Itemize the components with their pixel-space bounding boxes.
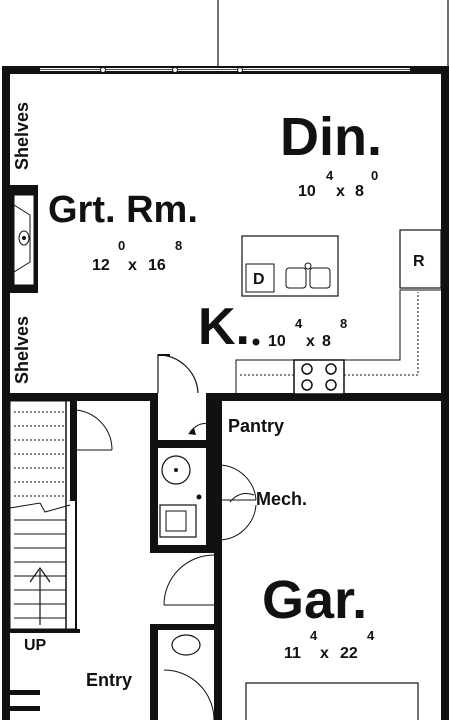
dim-great-h: 16 bbox=[148, 257, 166, 274]
dim-great-x: x bbox=[128, 257, 137, 274]
dishwasher bbox=[245, 263, 275, 293]
room-name-dining: Din. bbox=[280, 107, 382, 167]
dim-dining-w: 10 bbox=[298, 183, 316, 200]
pantry-arrow bbox=[189, 423, 213, 433]
dim-garage-x: x bbox=[320, 645, 329, 662]
wall-stair-side bbox=[70, 401, 76, 501]
door-swing-pantry bbox=[157, 354, 199, 394]
wall-closet-left bbox=[150, 624, 158, 720]
window-mullion-1 bbox=[100, 67, 106, 73]
wall-closet-top bbox=[150, 624, 214, 630]
dim-great-w-sup: 0 bbox=[118, 238, 125, 253]
dim-great-w: 12 bbox=[92, 257, 110, 274]
dim-garage-h-sup: 4 bbox=[367, 628, 375, 643]
pantry-label: Pantry bbox=[228, 416, 284, 436]
garage-parking-outline bbox=[245, 682, 419, 720]
dim-kitchen-x: x bbox=[306, 333, 315, 350]
door-swing-entry bbox=[163, 669, 215, 720]
refrigerator-label: R bbox=[413, 253, 425, 270]
wall-stair-top-right bbox=[206, 393, 449, 401]
wall-garage-left bbox=[214, 393, 222, 720]
wall-garage-right bbox=[441, 401, 449, 720]
toilet-icon bbox=[171, 634, 201, 656]
shelves-label-top: Shelves bbox=[12, 102, 32, 170]
range-cooktop bbox=[293, 359, 345, 395]
dishwasher-label: D bbox=[253, 271, 265, 288]
dim-dining-w-sup: 4 bbox=[326, 168, 334, 183]
room-name-kitchen: K. bbox=[198, 298, 250, 356]
wall-mech-bottom bbox=[150, 545, 218, 553]
wall-right bbox=[441, 66, 449, 396]
dim-dining-h-sup: 0 bbox=[371, 168, 378, 183]
fireplace-icon-center bbox=[22, 236, 26, 240]
dim-garage-w-sup: 4 bbox=[310, 628, 318, 643]
door-swing-mech-top bbox=[217, 464, 257, 501]
pantry-arrow-head bbox=[188, 428, 196, 435]
window-mullion-3 bbox=[237, 67, 243, 73]
dim-kitchen-w-sup: 4 bbox=[295, 316, 303, 331]
dim-garage-w: 11 bbox=[284, 645, 301, 662]
room-name-garage: Gar. bbox=[262, 570, 367, 630]
wall-pantry-left bbox=[150, 393, 158, 553]
door-swing-garage bbox=[163, 554, 215, 606]
room-name-great: Grt. Rm. bbox=[48, 189, 198, 231]
window-mullion-2 bbox=[172, 67, 178, 73]
wall-entry-left bbox=[10, 690, 40, 695]
staircase bbox=[9, 400, 77, 630]
dim-kitchen-w: 10 bbox=[268, 333, 286, 350]
dim-garage-h: 22 bbox=[340, 645, 358, 662]
sink-left bbox=[285, 267, 307, 289]
dim-kitchen-h: 8 bbox=[322, 333, 331, 350]
wall-stair-bottom bbox=[10, 629, 80, 633]
water-heater-center bbox=[174, 468, 178, 472]
mech-arrow bbox=[229, 493, 255, 503]
kitchen-dot bbox=[252, 338, 260, 346]
dim-dining-x: x bbox=[336, 183, 345, 200]
counter-outline bbox=[235, 289, 441, 393]
mech-dot bbox=[196, 494, 202, 500]
shelves-label-bottom: Shelves bbox=[12, 316, 32, 384]
mech-label: Mech. bbox=[256, 489, 307, 509]
door-swing-mech-bottom bbox=[217, 504, 257, 541]
dim-great-h-sup: 8 bbox=[175, 238, 182, 253]
refrigerator bbox=[399, 229, 442, 289]
wall-stair-top bbox=[2, 393, 152, 401]
faucet bbox=[304, 262, 312, 270]
stair-up-label: UP bbox=[24, 637, 47, 654]
furnace-inner bbox=[165, 510, 187, 532]
counter-dashed-line bbox=[240, 292, 419, 376]
wall-pantry-bottom bbox=[150, 440, 218, 448]
dim-kitchen-h-sup: 8 bbox=[340, 316, 347, 331]
entry-label: Entry bbox=[86, 670, 132, 690]
door-swing-stair bbox=[75, 409, 113, 451]
sink-right bbox=[309, 267, 331, 289]
wall-entry-left-2 bbox=[10, 706, 40, 711]
dim-dining-h: 8 bbox=[355, 183, 364, 200]
